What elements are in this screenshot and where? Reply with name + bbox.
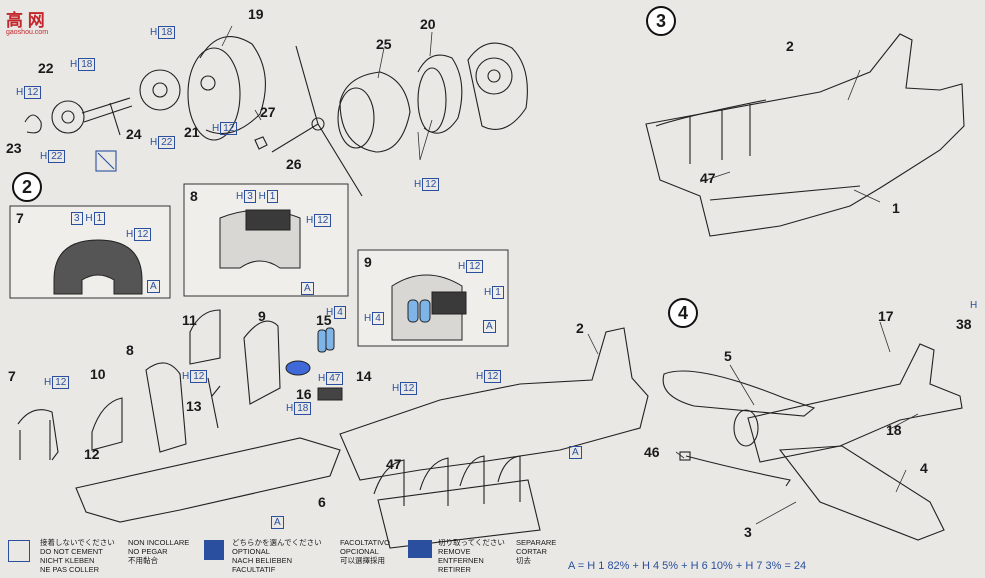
legend-optional-alt: FACOLTATIVO OPCIONAL 可以選擇採用 [340, 538, 391, 565]
part-26: 26 [286, 156, 302, 172]
part-13: 13 [186, 398, 202, 414]
inset-8-label: 8 [190, 188, 198, 204]
legend-no-cement: 接着しないでください DO NOT CEMENT NICHT KLEBEN NE… [40, 538, 115, 574]
part-9: 9 [258, 308, 266, 324]
part-2-step2: 2 [576, 320, 584, 336]
part-11: 11 [182, 312, 197, 328]
legend-optional: どちらかを選んでください OPTIONAL NACH BELIEBEN FACU… [232, 538, 322, 574]
part-18: 18 [886, 422, 902, 438]
part-47-step2: 47 [386, 456, 402, 472]
paint-a-floor: A [270, 516, 284, 529]
part-8: 8 [126, 342, 134, 358]
part-38: 38 [956, 316, 972, 332]
part-17: 17 [878, 308, 894, 324]
part-6: 6 [318, 494, 326, 510]
optional-icon [204, 540, 224, 560]
propeller-cowling-drawing [254, 42, 528, 197]
part-7: 7 [8, 368, 16, 384]
part-27: 27 [260, 104, 276, 120]
part-3: 3 [744, 524, 752, 540]
step-3-badge: 3 [646, 6, 676, 36]
engine-parts-drawing [24, 36, 266, 172]
part-4: 4 [920, 460, 928, 476]
part-15: 15 [316, 312, 332, 328]
paint-h-edge: H [970, 300, 978, 311]
part-10: 10 [90, 366, 106, 382]
part-22: 22 [38, 60, 54, 76]
part-46: 46 [644, 444, 660, 460]
paint-a-i8: A [300, 282, 314, 295]
inset-7-label: 7 [16, 210, 24, 226]
mix-formula: A = H 1 82% + H 4 5% + H 6 10% + H 7 3% … [568, 560, 807, 572]
legend-remove-alt: SEPARARE CORTAR 切去 [516, 538, 557, 565]
part-19: 19 [248, 6, 264, 22]
cockpit-floor-drawing [17, 309, 341, 523]
watermark-brand: 高 网 [6, 11, 45, 30]
part-25: 25 [376, 36, 392, 52]
part-12: 12 [84, 446, 100, 462]
fuselage-step2-drawing [339, 327, 649, 549]
step-2-badge: 2 [12, 172, 42, 202]
part-1: 1 [892, 200, 900, 216]
part-20: 20 [420, 16, 436, 32]
paint-a-i9: A [482, 320, 496, 333]
fuselage-step3-drawing [645, 33, 965, 237]
step-4-badge: 4 [668, 298, 698, 328]
no-cement-icon [8, 540, 30, 562]
inset-9-label: 9 [364, 254, 372, 270]
legend-remove: 切り取ってください REMOVE ENTFERNEN RETIRER [438, 538, 505, 574]
watermark-logo: 高 网 gaoshou.com [6, 6, 70, 38]
part-23: 23 [6, 140, 22, 156]
paint-a-fuse: A [568, 446, 582, 459]
part-2-step3: 2 [786, 38, 794, 54]
paint-a-i7: A [146, 280, 160, 293]
part-5: 5 [724, 348, 732, 364]
airplane-step4-drawing [662, 343, 963, 541]
part-24: 24 [126, 126, 142, 142]
watermark-url: gaoshou.com [6, 29, 49, 36]
part-16: 16 [296, 386, 312, 402]
part-14: 14 [356, 368, 372, 384]
part-47-step3: 47 [700, 170, 716, 186]
remove-icon [408, 540, 432, 558]
part-21: 21 [184, 124, 200, 140]
legend-no-cement-alt: NON INCOLLARE NO PEGAR 不用黏合 [128, 538, 190, 565]
